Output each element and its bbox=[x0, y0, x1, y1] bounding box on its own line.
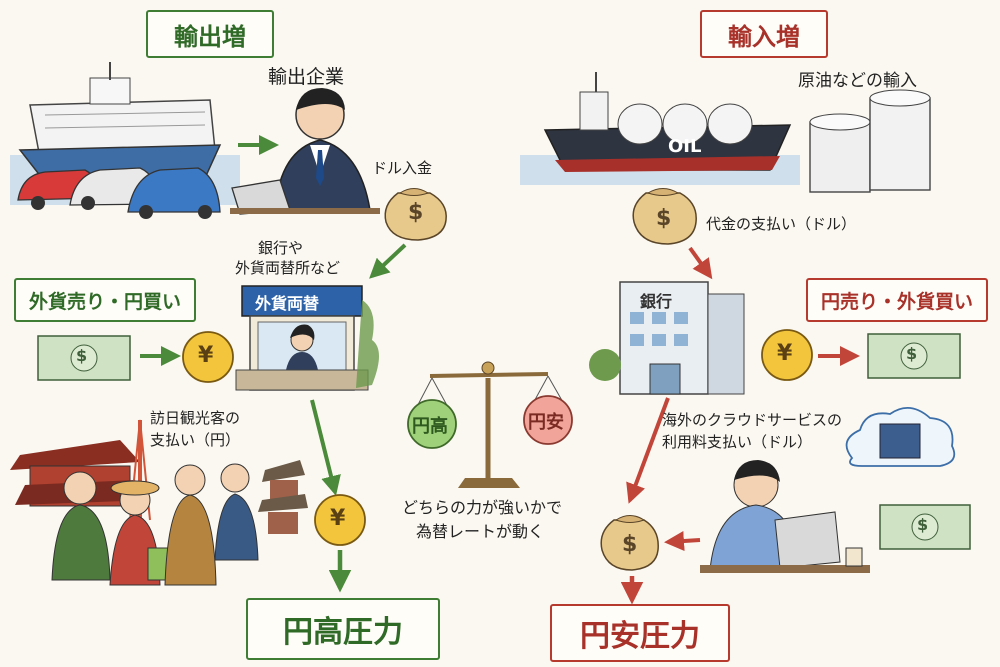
exchange-sign: 外貨両替 bbox=[255, 294, 320, 313]
dollar-deposit-label: ドル入金 bbox=[372, 159, 433, 177]
exporter-label: 輸出企業 bbox=[268, 66, 345, 88]
import-label: 原油などの輸入 bbox=[798, 71, 917, 91]
exchange-booth bbox=[235, 285, 379, 391]
dollar-bill bbox=[37, 335, 131, 381]
export-increase-title: 輸出増 bbox=[146, 10, 274, 58]
caption-line1: どちらの力が強いかで bbox=[402, 498, 563, 517]
yen-sign-left: ¥ bbox=[198, 343, 214, 368]
dollar-sign-right-bag: $ bbox=[656, 206, 672, 231]
dollar-sign-left-bag: $ bbox=[408, 200, 424, 225]
arrow-exchange-to-yen bbox=[310, 399, 341, 496]
yen-sign-right: ¥ bbox=[777, 341, 793, 366]
dollar-sign-bill-left: $ bbox=[76, 346, 88, 365]
import-increase-title: 輸入増 bbox=[700, 10, 828, 58]
yen-coin-left bbox=[182, 331, 234, 383]
oil-tanker bbox=[520, 72, 800, 185]
bank-label-line1: 銀行や bbox=[258, 239, 304, 257]
balance-scale bbox=[407, 361, 573, 488]
dollar-sign-bill-lower-right: $ bbox=[917, 515, 929, 534]
oil-storage-tanks bbox=[809, 89, 931, 193]
yen-depreciation-pressure-box: 円安圧力 bbox=[550, 604, 730, 662]
arrow-payment-to-bank bbox=[688, 246, 713, 280]
dollar-money-bag bbox=[384, 188, 447, 241]
scale-right-label: 円安 bbox=[528, 412, 564, 433]
cars bbox=[17, 167, 221, 219]
scale-left-label: 円高 bbox=[412, 416, 448, 437]
dollar-bill-right bbox=[867, 333, 961, 379]
sell-foreign-buy-yen-box: 外貨売り・円買い bbox=[14, 278, 196, 322]
dollar-sign-bill-right: $ bbox=[906, 344, 918, 363]
yen-sign-center-left: ¥ bbox=[330, 506, 346, 531]
oil-ship-text: OIL bbox=[668, 136, 702, 157]
arrow-laptop-to-bag bbox=[664, 531, 701, 551]
bank-sign: 銀行 bbox=[640, 292, 673, 311]
yen-appreciation-pressure-box: 円高圧力 bbox=[246, 598, 440, 660]
arrow-bag-to-exchange bbox=[369, 243, 407, 279]
yen-coin-center-left bbox=[314, 494, 366, 546]
tourists-group bbox=[51, 463, 259, 586]
payment-label: 代金の支払い（ドル） bbox=[706, 215, 857, 233]
sell-yen-buy-foreign-box: 円売り・外貨買い bbox=[806, 278, 988, 322]
car-carrier-ship bbox=[10, 62, 240, 205]
tourist-label-line2: 支払い（円） bbox=[150, 431, 241, 449]
laptop-user bbox=[700, 460, 870, 573]
caption-line2: 為替レートが動く bbox=[416, 522, 545, 541]
bank-label-line2: 外貨両替所など bbox=[235, 259, 341, 277]
yen-coin-right bbox=[761, 329, 813, 381]
dollar-money-bag-right bbox=[632, 188, 697, 245]
cloud-label-line1: 海外のクラウドサービスの bbox=[662, 411, 843, 429]
exporter-businessman bbox=[230, 88, 380, 215]
dollar-bill-lower-right bbox=[879, 504, 971, 550]
cloud-label-line2: 利用料支払い（ドル） bbox=[662, 433, 813, 451]
tourist-label-line1: 訪日観光客の bbox=[150, 409, 241, 427]
bank-building bbox=[589, 281, 745, 395]
dollar-sign-lower-bag: $ bbox=[622, 532, 638, 557]
dollar-money-bag-lower bbox=[600, 515, 659, 571]
arrow-bank-to-bag bbox=[626, 397, 670, 504]
cloud-server-icon bbox=[845, 407, 956, 467]
